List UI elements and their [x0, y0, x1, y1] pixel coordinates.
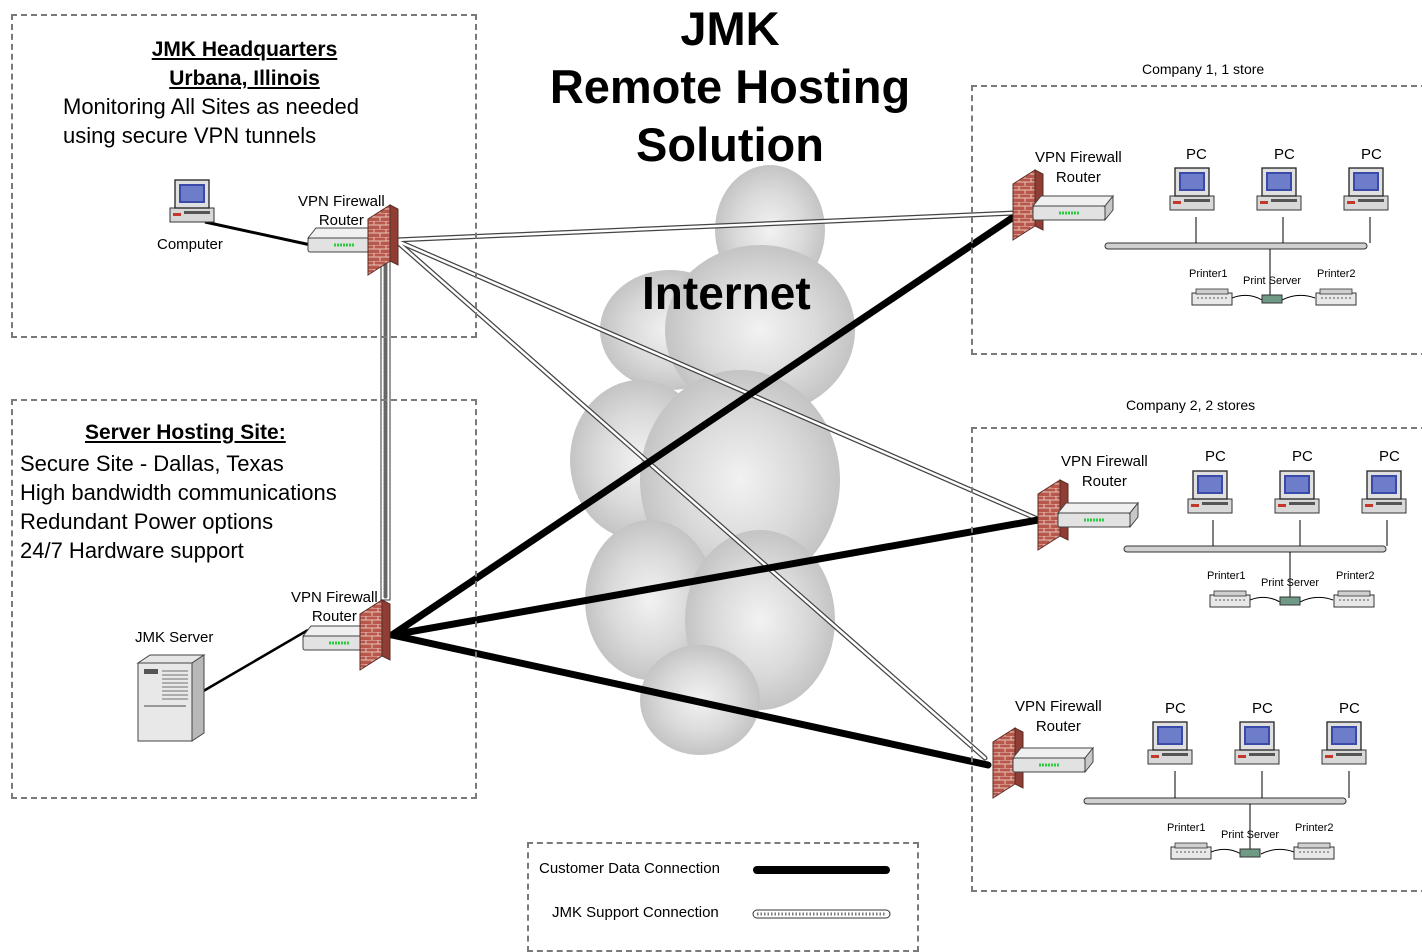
company1-network [1012, 167, 1389, 306]
hq-description: Monitoring All Sites as needed using sec… [63, 92, 359, 150]
hq-router-label: VPN Firewall Router [298, 192, 385, 230]
pc-label: PC [1205, 448, 1226, 465]
pc-label: PC [1165, 700, 1186, 717]
hosting-heading: Server Hosting Site: [85, 421, 286, 444]
hosting-description: Secure Site - Dallas, Texas High bandwid… [20, 449, 337, 565]
pc-label: PC [1274, 146, 1295, 163]
print-server-label: Print Server [1261, 577, 1320, 589]
hosting-line2: High bandwidth communications [20, 480, 337, 505]
company1-region [971, 85, 1422, 355]
hq-router-label-line1: VPN Firewall [298, 193, 385, 210]
title-line1: JMK [680, 2, 780, 55]
pc-label: PC [1252, 700, 1273, 717]
hq-router-label-line2: Router [318, 212, 364, 229]
diagram-title: JMK Remote Hosting Solution [500, 0, 960, 174]
hq-desc-line1: Monitoring All Sites as needed [63, 94, 359, 119]
printer2-label: Printer2 [1336, 570, 1375, 582]
support-connections [380, 210, 1043, 761]
store2-router-label-line1: VPN Firewall [1015, 698, 1102, 715]
server-icon [136, 654, 206, 742]
print-server-label: Print Server [1243, 275, 1302, 287]
printer1-label: Printer1 [1189, 268, 1228, 280]
hosting-region [11, 399, 477, 799]
printer1-label: Printer1 [1207, 570, 1246, 582]
hosting-line3: Redundant Power options [20, 509, 274, 534]
pc-label: PC [1292, 448, 1313, 465]
company2-store2-router-label: VPN Firewall Router [1015, 697, 1102, 737]
internet-cloud [570, 165, 855, 755]
store1-router-label-line2: Router [1081, 473, 1127, 490]
store1-router-label-line1: VPN Firewall [1061, 453, 1148, 470]
hq-heading-line2: Urbana, Illinois [169, 67, 320, 90]
customer-connections [388, 214, 1042, 769]
print-server-icon [1279, 596, 1301, 606]
hq-heading-line1: JMK Headquarters [151, 38, 338, 61]
hq-region [11, 14, 477, 338]
hq-heading: JMK Headquarters Urbana, Illinois [12, 35, 477, 93]
print-server-label: Print Server [1221, 829, 1280, 841]
company1-title: Company 1, 1 store [1142, 61, 1265, 77]
hosting-router-label: VPN Firewall Router [291, 588, 378, 626]
printer2-label: Printer2 [1295, 822, 1334, 834]
legend-customer-label: Customer Data Connection [539, 860, 720, 877]
company2-region [971, 427, 1422, 892]
pc-label: PC [1361, 146, 1382, 163]
pc-label: PC [1339, 700, 1360, 717]
printer1-label: Printer1 [1167, 822, 1206, 834]
title-line3: Solution [636, 118, 824, 171]
hosting-router-label-line1: VPN Firewall [291, 589, 378, 606]
company2-store1-router-label: VPN Firewall Router [1061, 452, 1148, 492]
company1-router-label: VPN Firewall Router [1035, 148, 1122, 188]
title-line2: Remote Hosting [549, 60, 911, 113]
hq-desc-line2: using secure VPN tunnels [63, 123, 317, 148]
internet-label: Internet [642, 267, 811, 319]
pc-label: PC [1379, 448, 1400, 465]
print-server-icon [1239, 848, 1261, 858]
print-server-icon [1261, 294, 1283, 304]
hosting-router-label-line2: Router [311, 608, 357, 625]
company1-router-label-line1: VPN Firewall [1035, 149, 1122, 166]
legend-customer-swatch [753, 866, 890, 874]
company2-store2-network [992, 721, 1367, 860]
hosting-line4: 24/7 Hardware support [20, 538, 244, 563]
pc-label: PC [1186, 146, 1207, 163]
computer-label: Computer [157, 236, 223, 253]
server-label: JMK Server [135, 629, 214, 646]
company1-router-label-line2: Router [1055, 169, 1101, 186]
company2-store1-network [1037, 470, 1407, 608]
hosting-line1: Secure Site - Dallas, Texas [20, 451, 284, 476]
legend-box [527, 842, 919, 952]
company2-title: Company 2, 2 stores [1126, 397, 1256, 413]
legend-support-label: JMK Support Connection [552, 904, 719, 921]
store2-router-label-line2: Router [1035, 718, 1081, 735]
printer2-label: Printer2 [1317, 268, 1356, 280]
